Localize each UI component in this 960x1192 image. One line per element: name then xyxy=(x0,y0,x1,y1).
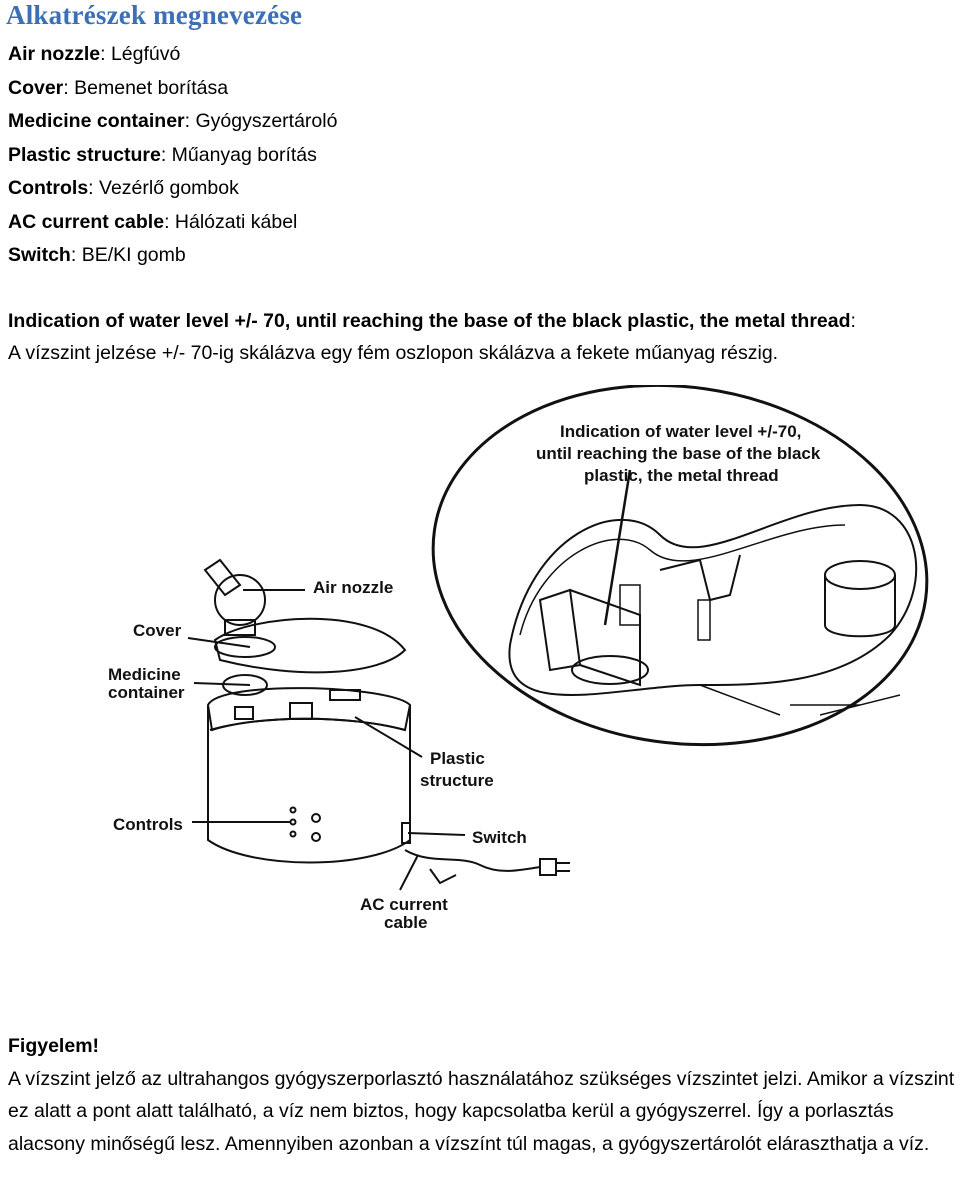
label-cover: Cover xyxy=(133,621,182,640)
part-desc: Gyógyszertároló xyxy=(195,110,338,132)
page-title: Alkatrészek megnevezése xyxy=(6,0,303,30)
part-desc: BE/KI gomb xyxy=(81,244,186,266)
device-diagram: Indication of water level +/-70, until r… xyxy=(100,385,960,940)
label-air-nozzle: Air nozzle xyxy=(313,578,393,597)
detail-magnifier xyxy=(431,385,929,747)
list-item: Cover: Bemenet borítása xyxy=(8,76,229,99)
list-item: Controls: Vezérlő gombok xyxy=(8,177,239,199)
label-switch: Switch xyxy=(472,828,527,847)
part-desc: Bemenet borítása xyxy=(74,76,229,99)
callout-line-2: until reaching the base of the black xyxy=(536,444,821,463)
warning-section: Figyelem! A vízszint jelző az ultrahango… xyxy=(8,1030,958,1160)
part-term: AC current cable xyxy=(8,210,165,233)
part-term: Air nozzle xyxy=(8,43,101,65)
list-item: Medicine container: Gyógyszertároló xyxy=(8,110,338,132)
label-controls: Controls xyxy=(113,815,183,834)
parts-list: Air nozzle: Légfúvó Cover: Bemenet borít… xyxy=(8,38,337,273)
label-medicine-2: container xyxy=(108,683,185,702)
nebulizer-device xyxy=(187,558,570,891)
callout-line-1: Indication of water level +/-70, xyxy=(560,422,801,441)
label-plastic-2: structure xyxy=(420,771,494,790)
indication-term-line: Indication of water level +/- 70, until … xyxy=(8,310,856,332)
callout-line-3: plastic, the metal thread xyxy=(584,466,779,485)
device-illustration: Indication of water level +/-70, until r… xyxy=(108,385,929,932)
part-term: Switch xyxy=(8,244,71,266)
part-desc: Műanyag borítás xyxy=(171,143,317,166)
label-ac-1: AC current xyxy=(360,895,448,914)
part-desc: Hálózati kábel xyxy=(174,210,298,233)
warning-heading: Figyelem! xyxy=(8,1035,100,1057)
label-plastic-1: Plastic xyxy=(430,749,485,768)
list-item: AC current cable: Hálózati kábel xyxy=(8,210,298,233)
part-term: Plastic structure xyxy=(8,143,161,166)
part-desc: Vezérlő gombok xyxy=(99,177,239,199)
part-term: Cover xyxy=(8,76,64,99)
label-medicine-1: Medicine xyxy=(108,665,181,684)
part-desc: Légfúvó xyxy=(110,43,181,65)
indication-term: Indication of water level +/- 70, until … xyxy=(8,310,851,332)
warning-text: A vízszint jelző az ultrahangos gyógysze… xyxy=(8,1067,955,1155)
list-item: Air nozzle: Légfúvó xyxy=(8,43,181,65)
water-level-indication: Indication of water level +/- 70, until … xyxy=(8,305,958,369)
list-item: Switch: BE/KI gomb xyxy=(8,244,186,266)
label-ac-2: cable xyxy=(384,913,427,932)
list-item: Plastic structure: Műanyag borítás xyxy=(8,143,317,166)
part-term: Medicine container xyxy=(8,110,185,132)
indication-desc: A vízszint jelzése +/- 70-ig skálázva eg… xyxy=(8,342,779,364)
part-term: Controls xyxy=(8,177,89,199)
